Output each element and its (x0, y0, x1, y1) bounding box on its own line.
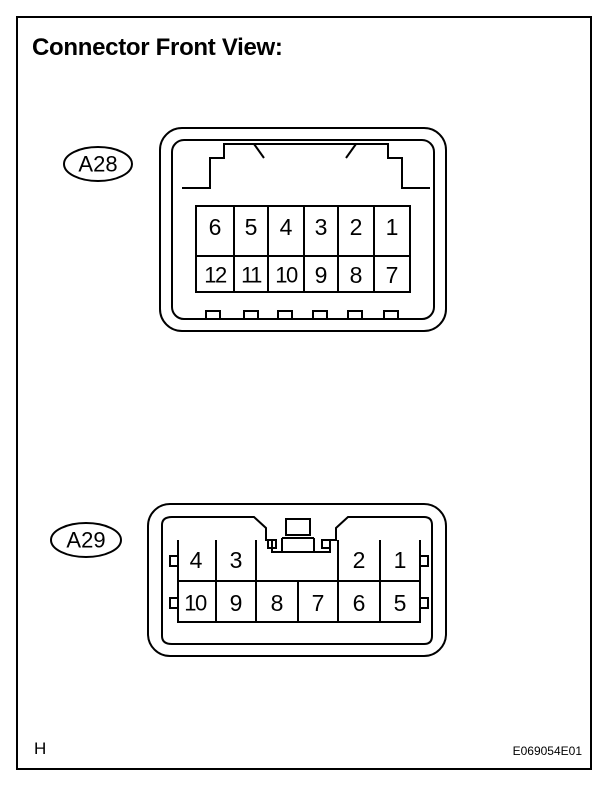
figure-frame (16, 16, 592, 770)
a28-pin-12: 12 (204, 263, 227, 288)
a29-pin-3: 3 (230, 547, 243, 573)
a29-pin-9: 9 (230, 590, 243, 616)
figure-code: E069054E01 (512, 744, 582, 758)
a28-pin-11: 11 (241, 263, 262, 288)
connector-a28: A28 6 5 4 3 2 1 12 11 10 9 (63, 127, 447, 332)
connector-a28-lock (182, 143, 430, 189)
connector-a29-housing (147, 503, 447, 657)
corner-mark: H (34, 739, 47, 758)
a28-pin-3: 3 (315, 214, 328, 240)
connector-a29-lock (285, 518, 311, 536)
a28-pin-6: 6 (209, 214, 222, 240)
a29-pin-7: 7 (312, 590, 325, 616)
a28-pin-7: 7 (386, 262, 399, 288)
a28-pin-8: 8 (350, 262, 363, 288)
connector-a28-lock-edge (345, 143, 357, 159)
a29-pin-6: 6 (353, 590, 366, 616)
connector-a28-lock-edge (253, 143, 265, 159)
connector-a29: A29 4 3 2 1 10 9 8 (50, 503, 447, 657)
a29-pin-10: 10 (184, 591, 207, 616)
a29-pin-1: 1 (394, 547, 407, 573)
a28-pin-5: 5 (245, 214, 258, 240)
a28-pin-10: 10 (275, 263, 298, 288)
connector-a28-label: A28 (78, 152, 117, 177)
a28-pin-4: 4 (280, 214, 293, 240)
a28-pin-2: 2 (350, 214, 363, 240)
a29-pin-5: 5 (394, 590, 407, 616)
a28-pin-9: 9 (315, 262, 328, 288)
connector-a29-inner-housing (161, 516, 433, 645)
a29-pin-2: 2 (353, 547, 366, 573)
connector-a28-label-oval (63, 146, 133, 182)
connector-a28-inner-housing (171, 139, 435, 320)
connector-a29-label-oval (50, 522, 122, 558)
a29-pin-8: 8 (271, 590, 284, 616)
connector-a29-label: A29 (66, 528, 105, 553)
page-title: Connector Front View: (32, 34, 283, 61)
a28-pin-1: 1 (386, 214, 399, 240)
connector-a28-housing (159, 127, 447, 332)
a29-pin-4: 4 (190, 547, 203, 573)
